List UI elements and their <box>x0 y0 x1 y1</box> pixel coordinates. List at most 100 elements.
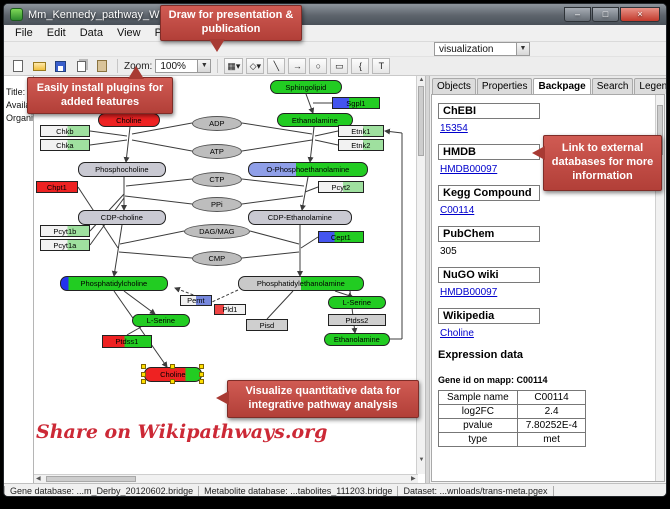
zoom-select[interactable]: 100% ▼ <box>155 59 212 73</box>
callout-plugins-text: Easily install plugins for added feature… <box>36 81 164 108</box>
minimize-button[interactable]: – <box>564 7 591 22</box>
wikipedia-header: Wikipedia <box>438 308 540 324</box>
selection-handle[interactable] <box>198 364 204 369</box>
paste-icon <box>97 60 107 72</box>
table-cell: type <box>438 432 518 447</box>
info-availability-label: Availab <box>6 100 34 110</box>
selection-handle[interactable] <box>140 379 146 384</box>
menu-data[interactable]: Data <box>79 27 103 39</box>
pathway-node-ptdss2[interactable]: Ptdss2 <box>327 314 386 326</box>
pathway-node-pcyt1a[interactable]: Pcyt1a <box>39 239 90 251</box>
pathway-node-pld1[interactable]: Pld1 <box>213 304 246 315</box>
pathway-node-ethanolamine[interactable]: Ethanolamine <box>276 113 353 127</box>
tab-backpage[interactable]: Backpage <box>533 78 591 94</box>
pathway-node-phosphocholine[interactable]: Phosphocholine <box>77 162 166 177</box>
scrollbar-thumb[interactable] <box>45 476 136 482</box>
menu-edit[interactable]: Edit <box>46 27 66 39</box>
panel-splitter[interactable] <box>425 76 430 483</box>
scroll-left-icon[interactable]: ◀ <box>36 476 41 482</box>
canvas-vertical-scrollbar[interactable]: ▲ ▼ <box>416 76 426 474</box>
scroll-right-icon[interactable]: ▶ <box>411 476 416 482</box>
rectangle-tool[interactable]: ▭ <box>330 58 349 74</box>
pathway-node-cept1[interactable]: Cept1 <box>317 231 364 243</box>
datanode-menu[interactable]: ▦▾ <box>224 58 244 74</box>
brace-tool[interactable]: { <box>351 58 370 74</box>
copy-button[interactable] <box>72 58 90 74</box>
pathway-node-ptdss1[interactable]: Ptdss1 <box>101 335 152 348</box>
chevron-down-icon[interactable]: ▼ <box>516 43 529 55</box>
nugo-link[interactable]: HMDB00097 <box>440 287 498 298</box>
label-tool[interactable]: T <box>372 58 391 74</box>
toolbar-upper-row: visualization ▼ <box>4 42 666 57</box>
tab-search[interactable]: Search <box>591 78 634 94</box>
selection-handle[interactable] <box>169 364 175 369</box>
pathway-node-phosphatidylcholine[interactable]: Phosphatidylcholine <box>59 276 168 291</box>
kegg-link[interactable]: C00114 <box>440 205 475 216</box>
pathway-node-atp[interactable]: ATP <box>191 144 242 159</box>
pathway-node-pcyt2[interactable]: Pcyt2 <box>317 181 364 193</box>
wikipedia-link[interactable]: Choline <box>440 328 474 339</box>
pathway-node-l-serine[interactable]: L-Serine <box>131 314 190 327</box>
shape-menu[interactable]: ◇▾ <box>246 58 265 74</box>
pathway-node-ctp[interactable]: CTP <box>191 172 242 187</box>
arrow-tool[interactable]: → <box>288 58 307 74</box>
pathway-node-sgpl1[interactable]: Sgpl1 <box>331 97 380 109</box>
line-tool[interactable]: ╲ <box>267 58 286 74</box>
table-cell: 2.4 <box>516 404 587 419</box>
chebi-link[interactable]: 15354 <box>440 123 468 134</box>
pathway-node-dag-mag[interactable]: DAG/MAG <box>183 224 250 239</box>
tab-legend[interactable]: Legend <box>634 78 666 94</box>
pathway-node-etnk2[interactable]: Etnk2 <box>337 139 384 151</box>
tab-objects[interactable]: Objects <box>432 78 476 94</box>
selection-handle[interactable] <box>198 371 204 377</box>
open-file-button[interactable] <box>30 58 48 74</box>
new-file-button[interactable] <box>9 58 27 74</box>
pathway-node-ppi[interactable]: PPi <box>191 197 242 212</box>
visualization-select[interactable]: visualization ▼ <box>434 42 530 56</box>
pathway-node-adp[interactable]: ADP <box>191 116 242 131</box>
window-controls: – □ × <box>564 7 660 22</box>
callout-pointer-icon <box>532 146 545 160</box>
scroll-up-icon[interactable]: ▲ <box>418 77 425 83</box>
ellipse-tool[interactable]: ○ <box>309 58 328 74</box>
title-bar[interactable]: Mm_Kennedy_pathway_WP1771_45176.gpml – □… <box>4 4 666 25</box>
menu-view[interactable]: View <box>116 27 141 39</box>
pathway-node-pemt[interactable]: Pemt <box>179 295 212 306</box>
pathway-node-pisd[interactable]: Pisd <box>245 319 288 331</box>
toolbar-separator <box>117 59 118 73</box>
hmdb-link[interactable]: HMDB00097 <box>440 164 498 175</box>
pathway-node-etnk1[interactable]: Etnk1 <box>337 125 384 137</box>
pathway-node-pcyt1b[interactable]: Pcyt1b <box>39 225 90 237</box>
save-button[interactable] <box>51 58 69 74</box>
pathway-node-phosphatidylethanolamine[interactable]: Phosphatidylethanolamine <box>237 276 364 291</box>
scroll-down-icon[interactable]: ▼ <box>418 457 425 463</box>
pathway-node-chkb[interactable]: Chkb <box>39 125 90 137</box>
pathway-node-cdp-choline[interactable]: CDP-choline <box>77 210 166 225</box>
pathway-node-chpt1[interactable]: Chpt1 <box>35 181 78 193</box>
pathway-node-cdp-ethanolamine[interactable]: CDP-Ethanolamine <box>247 210 352 225</box>
pathway-info-panel: Title: Availab Organis <box>4 76 34 483</box>
paste-button[interactable] <box>93 58 111 74</box>
close-button[interactable]: × <box>620 7 660 22</box>
pathway-node-ethanolamine[interactable]: Ethanolamine <box>323 333 390 346</box>
table-cell: log2FC <box>438 404 518 419</box>
pathway-node-l-serine[interactable]: L-Serine <box>327 296 386 309</box>
pathway-node-chka[interactable]: Chka <box>39 139 90 151</box>
selection-handle[interactable] <box>169 379 175 384</box>
scrollbar-thumb[interactable] <box>418 86 425 156</box>
pathway-node-sphingolipid[interactable]: Sphingolipid <box>269 80 342 94</box>
selection-handle[interactable] <box>140 364 146 369</box>
pathway-node-o-phosphoethanolamine[interactable]: O-Phosphoethanolamine <box>247 162 368 177</box>
selection-handle[interactable] <box>198 379 204 384</box>
sidebar-tabs: Objects Properties Backpage Search Legen… <box>430 76 666 94</box>
callout-link-text: Link to external databases for more info… <box>551 142 654 182</box>
selection-handle[interactable] <box>140 371 146 377</box>
pathway-node-choline[interactable]: Choline <box>97 113 160 127</box>
canvas-horizontal-scrollbar[interactable]: ◀ ▶ <box>33 474 418 483</box>
tab-properties[interactable]: Properties <box>476 78 533 94</box>
menu-file[interactable]: File <box>15 27 33 39</box>
chevron-down-icon[interactable]: ▼ <box>197 60 211 72</box>
callout-pointer-icon <box>209 39 225 52</box>
pathway-node-cmp[interactable]: CMP <box>191 251 242 266</box>
maximize-button[interactable]: □ <box>592 7 619 22</box>
